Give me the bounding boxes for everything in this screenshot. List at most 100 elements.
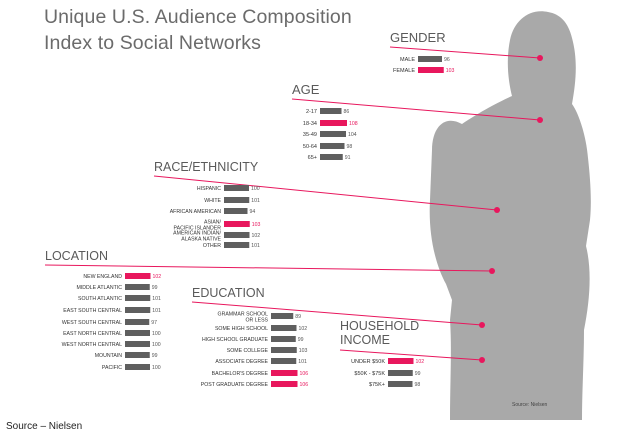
gender-heading: GENDER xyxy=(390,30,446,45)
race-category-label: WHITE xyxy=(204,198,221,204)
education-bar xyxy=(271,370,298,376)
education-value-label: 89 xyxy=(295,314,301,320)
age-pointer-line xyxy=(291,98,541,121)
education-category-label: POST GRADUATE DEGREE xyxy=(201,382,269,388)
race-bar xyxy=(224,197,250,203)
race-heading: RACE/ETHNICITY xyxy=(154,160,259,174)
income-bar xyxy=(388,358,414,364)
race-value-label: 102 xyxy=(252,233,261,239)
location-bar xyxy=(125,295,151,301)
income-category-label: $50K - $75K xyxy=(354,371,385,377)
location-category-label: MIDDLE ATLANTIC xyxy=(77,285,123,291)
gender-pointer-dot xyxy=(537,55,543,61)
title-line-1: Unique U.S. Audience Composition xyxy=(44,6,352,28)
age-value-label: 91 xyxy=(345,155,351,161)
education-category-label: SOME HIGH SCHOOL xyxy=(215,326,268,332)
location-value-label: 99 xyxy=(152,285,158,291)
age-value-label: 86 xyxy=(344,109,350,115)
race-value-label: 100 xyxy=(251,186,260,192)
income-bar xyxy=(388,381,413,387)
location-category-label: EAST NORTH CENTRAL xyxy=(63,331,122,337)
education-category-label-line-1: GRAMMAR SCHOOL xyxy=(218,312,269,318)
race-bar xyxy=(224,208,248,214)
location-value-label: 97 xyxy=(151,320,157,326)
race-bar xyxy=(224,185,249,191)
age-pointer-dot xyxy=(537,117,543,123)
age-bar xyxy=(320,120,347,126)
education-heading: EDUCATION xyxy=(192,286,265,300)
age-category-label: 65+ xyxy=(308,155,317,161)
race-value-label: 101 xyxy=(251,243,260,249)
gender-value-label: 103 xyxy=(446,68,455,74)
income-category-label: UNDER $50K xyxy=(351,359,385,365)
age-value-label: 104 xyxy=(348,132,357,138)
location-bar xyxy=(125,307,151,313)
age-bar xyxy=(320,131,346,137)
location-bar xyxy=(125,319,150,325)
race-category-label-line-1: AMERICAN INDIAN/ xyxy=(173,231,221,237)
location-value-label: 100 xyxy=(152,342,161,348)
gender-value-label: 96 xyxy=(444,57,450,63)
education-bar xyxy=(271,347,297,353)
education-bar xyxy=(271,325,297,331)
location-value-label: 99 xyxy=(152,353,158,359)
location-value-label: 101 xyxy=(152,308,161,314)
education-bar xyxy=(271,358,297,364)
race-value-label: 103 xyxy=(252,222,261,228)
education-value-label: 106 xyxy=(300,371,309,377)
income-pointer-line xyxy=(339,349,483,361)
race-bar xyxy=(224,242,250,248)
age-category-label: 2-17 xyxy=(306,109,317,115)
education-category-label: ASSOCIATE DEGREE xyxy=(215,359,268,365)
education-value-label: 106 xyxy=(300,382,309,388)
race-pointer-line xyxy=(153,175,498,211)
gender-bar xyxy=(418,56,442,62)
income-value-label: 98 xyxy=(415,382,421,388)
age-bar xyxy=(320,108,342,114)
age-value-label: 108 xyxy=(349,121,358,127)
race-bar xyxy=(224,232,250,238)
education-category-label: SOME COLLEGE xyxy=(227,348,269,354)
location-heading: LOCATION xyxy=(45,249,108,263)
race-bar xyxy=(224,221,250,227)
race-category-label-line-2: ALASKA NATIVE xyxy=(181,237,221,243)
age-bar xyxy=(320,143,345,149)
education-value-label: 102 xyxy=(299,326,308,332)
education-value-label: 103 xyxy=(299,348,308,354)
education-category-label-line-2: OR LESS xyxy=(246,318,269,324)
age-heading: AGE xyxy=(292,82,320,97)
education-category-label: HIGH SCHOOL GRADUATE xyxy=(202,337,269,343)
race-pointer-dot xyxy=(494,207,500,213)
location-category-label: PACIFIC xyxy=(102,365,122,371)
gender-bar xyxy=(418,67,444,73)
education-value-label: 101 xyxy=(298,359,307,365)
race-value-label: 94 xyxy=(250,209,256,215)
age-category-label: 18-34 xyxy=(303,121,317,127)
education-category-label: BACHELOR'S DEGREE xyxy=(212,371,269,377)
income-value-label: 99 xyxy=(415,371,421,377)
race-value-label: 101 xyxy=(251,198,260,204)
location-category-label: SOUTH ATLANTIC xyxy=(78,296,122,302)
location-value-label: 101 xyxy=(152,296,161,302)
location-value-label: 100 xyxy=(152,331,161,337)
location-category-label: MOUNTAIN xyxy=(95,353,123,359)
location-value-label: 100 xyxy=(152,365,161,371)
location-value-label: 102 xyxy=(153,274,162,280)
education-bar xyxy=(271,381,298,387)
location-category-label: WEST NORTH CENTRAL xyxy=(62,342,122,348)
location-category-label: WEST SOUTH CENTRAL xyxy=(62,320,122,326)
location-category-label: NEW ENGLAND xyxy=(83,274,122,280)
woman-silhouette xyxy=(429,11,591,421)
location-bar xyxy=(125,330,150,336)
race-category-label: HISPANIC xyxy=(197,186,221,192)
location-bar xyxy=(125,341,150,347)
location-bar xyxy=(125,284,150,290)
age-bar xyxy=(320,154,343,160)
race-category-label: AFRICAN AMERICAN xyxy=(170,209,222,215)
age-category-label: 35-49 xyxy=(303,132,317,138)
age-value-label: 98 xyxy=(347,144,353,150)
location-category-label: EAST SOUTH CENTRAL xyxy=(63,308,122,314)
gender-category-label: FEMALE xyxy=(393,68,415,74)
